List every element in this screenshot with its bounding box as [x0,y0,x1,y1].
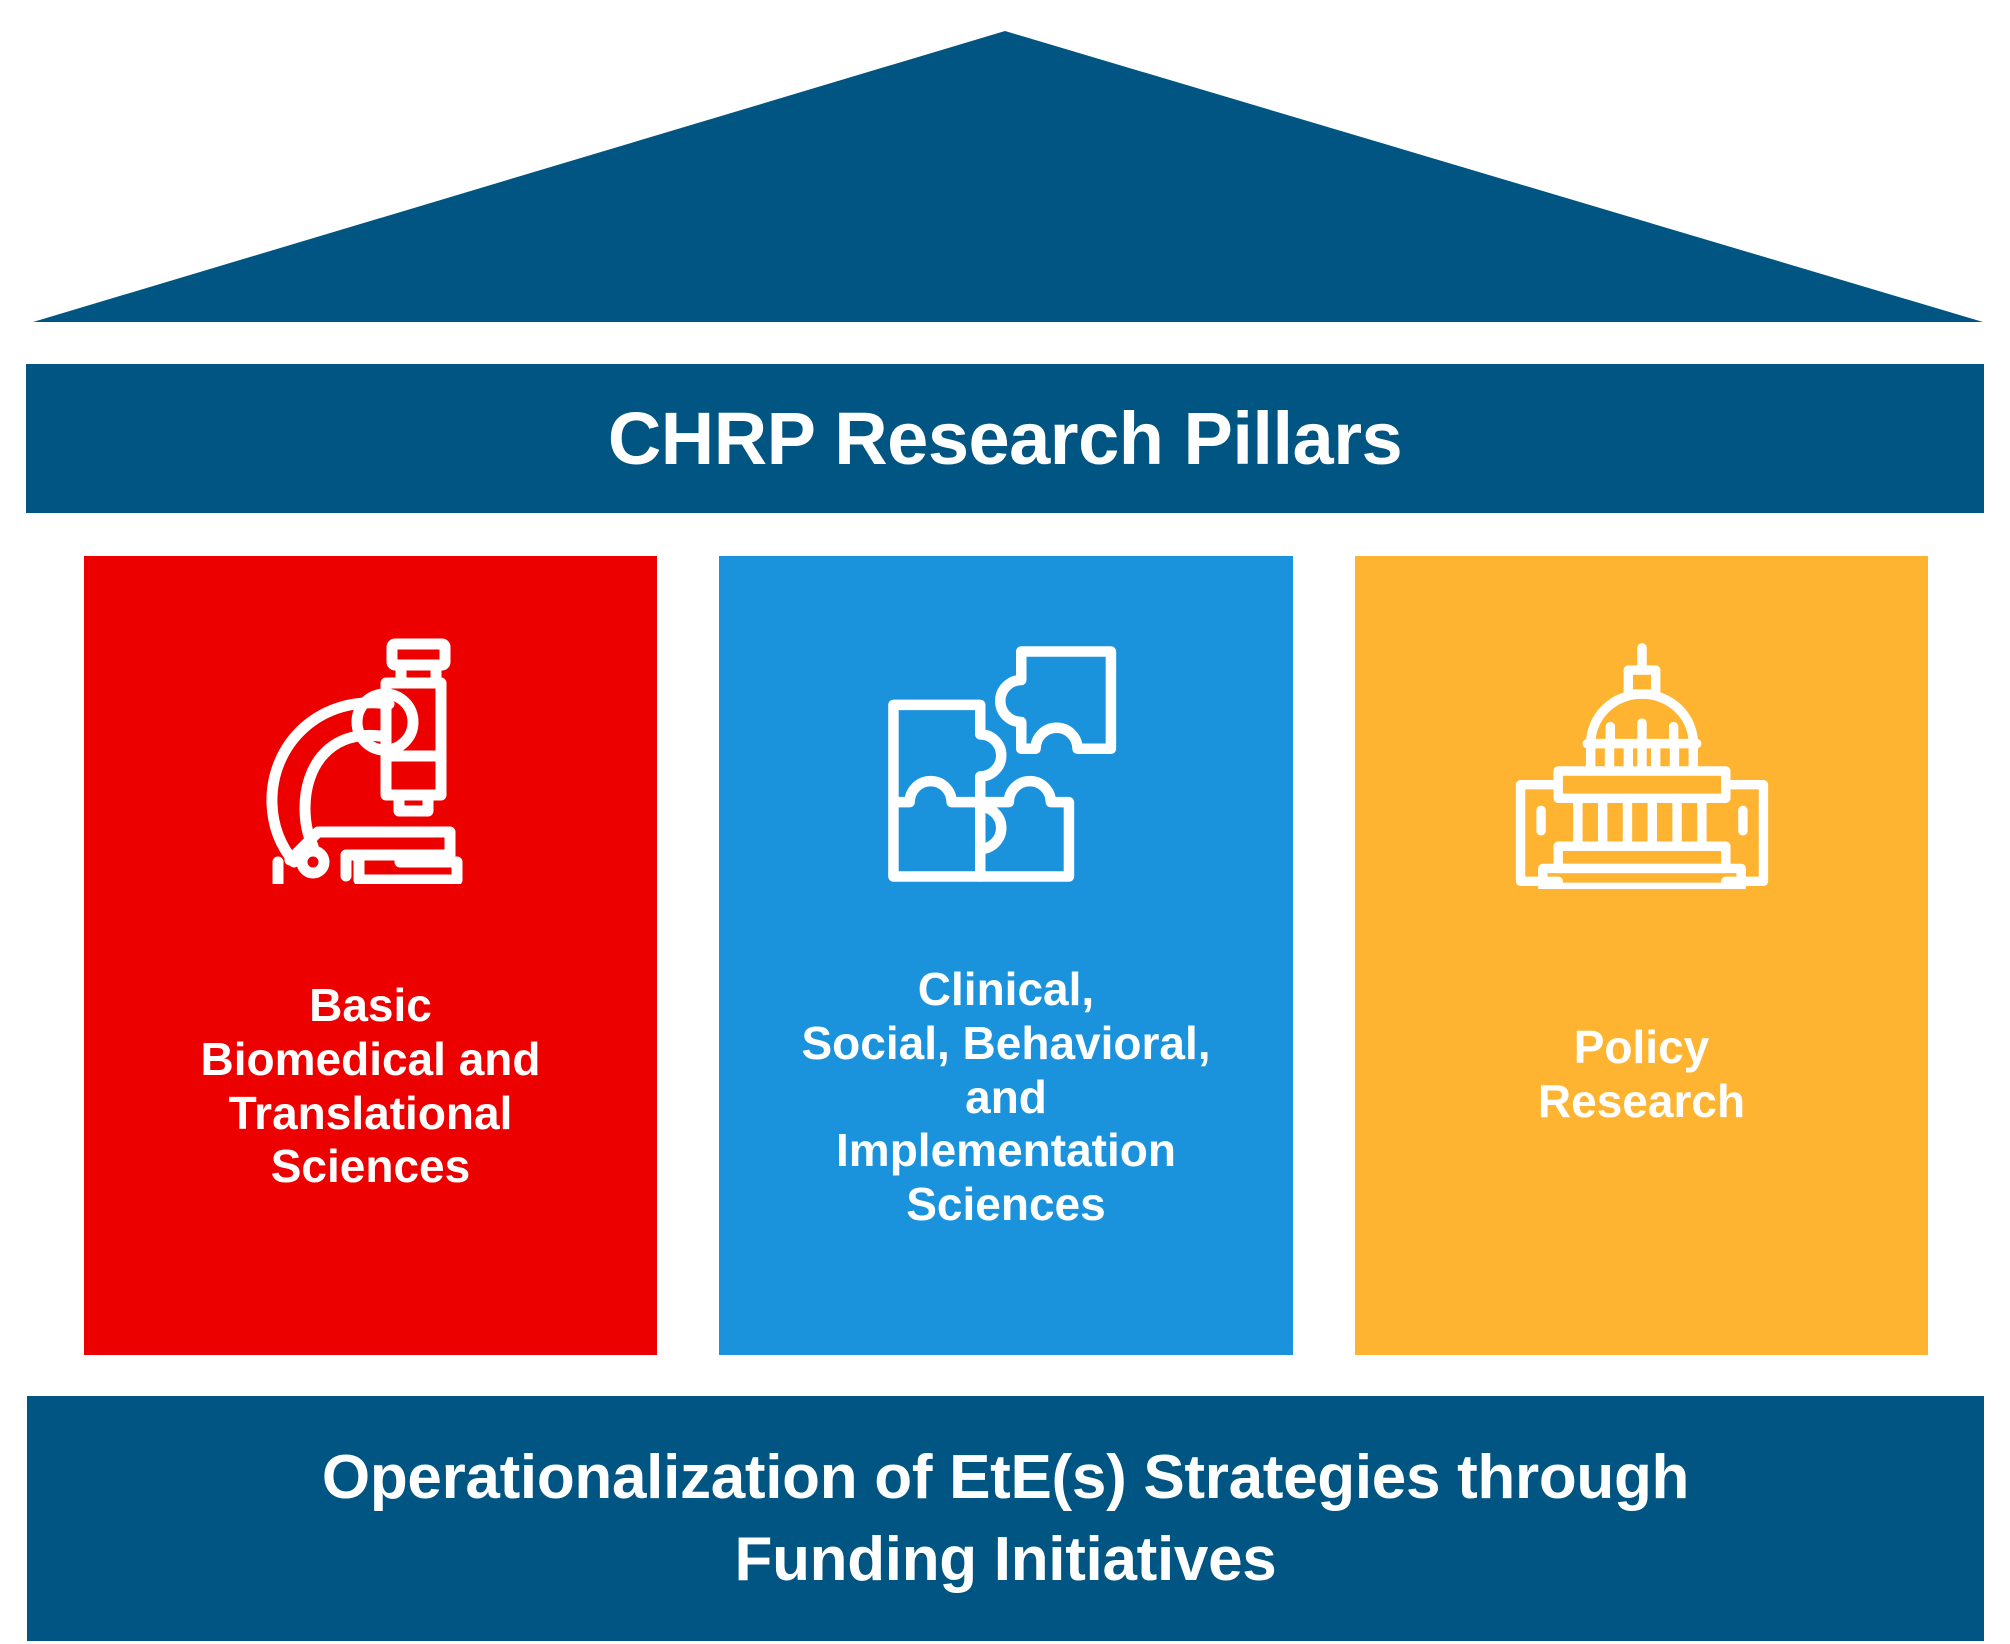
capitol-building-icon [1515,642,1768,889]
pillar-basic-biomedical-translational-sciences[interactable]: Basic Biomedical and Translational Scien… [84,556,657,1355]
pillar-policy-research[interactable]: Policy Research [1355,556,1928,1355]
microscope-icon [265,638,462,884]
base-bar-text: Operationalization of EtE(s) Strategies … [321,1442,1690,1594]
pillar-clinical-social-behavioral-implementation-sciences[interactable]: Clinical, Social, Behavioral, and Implem… [719,556,1293,1355]
pillar-2-label: Clinical, Social, Behavioral, and Implem… [801,963,1211,1231]
pillar-2-icon-wrap [719,556,1293,901]
page-title: CHRP Research Pillars [607,396,1403,480]
roof-triangle-icon [33,31,1983,322]
pillar-1-label: Basic Biomedical and Translational Scien… [200,979,541,1193]
pillar-1-icon-wrap [84,556,657,901]
title-bar: CHRP Research Pillars [26,364,1984,513]
puzzle-pieces-icon [888,645,1117,882]
roof-pediment [0,0,2010,330]
pillar-3-icon-wrap [1355,556,1928,901]
pillar-3-label: Policy Research [1537,1021,1746,1127]
base-bar: Operationalization of EtE(s) Strategies … [27,1396,1984,1641]
pillars-row: Basic Biomedical and Translational Scien… [0,556,2010,1355]
